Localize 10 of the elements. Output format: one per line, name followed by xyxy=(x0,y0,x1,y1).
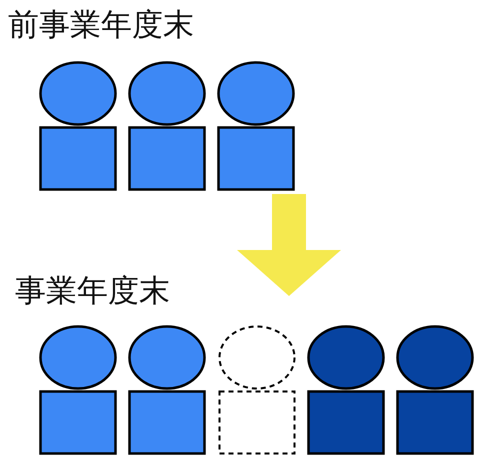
period-label: 前事業年度末 xyxy=(8,7,194,43)
person-figure xyxy=(396,325,474,455)
person-figure xyxy=(307,325,385,455)
person-figure xyxy=(218,325,296,455)
person-figure xyxy=(128,61,206,191)
person-figure xyxy=(217,61,295,191)
person-figure xyxy=(39,325,117,455)
person-figure xyxy=(39,61,117,191)
period-label: 事業年度末 xyxy=(15,273,170,309)
person-figure xyxy=(128,325,206,455)
